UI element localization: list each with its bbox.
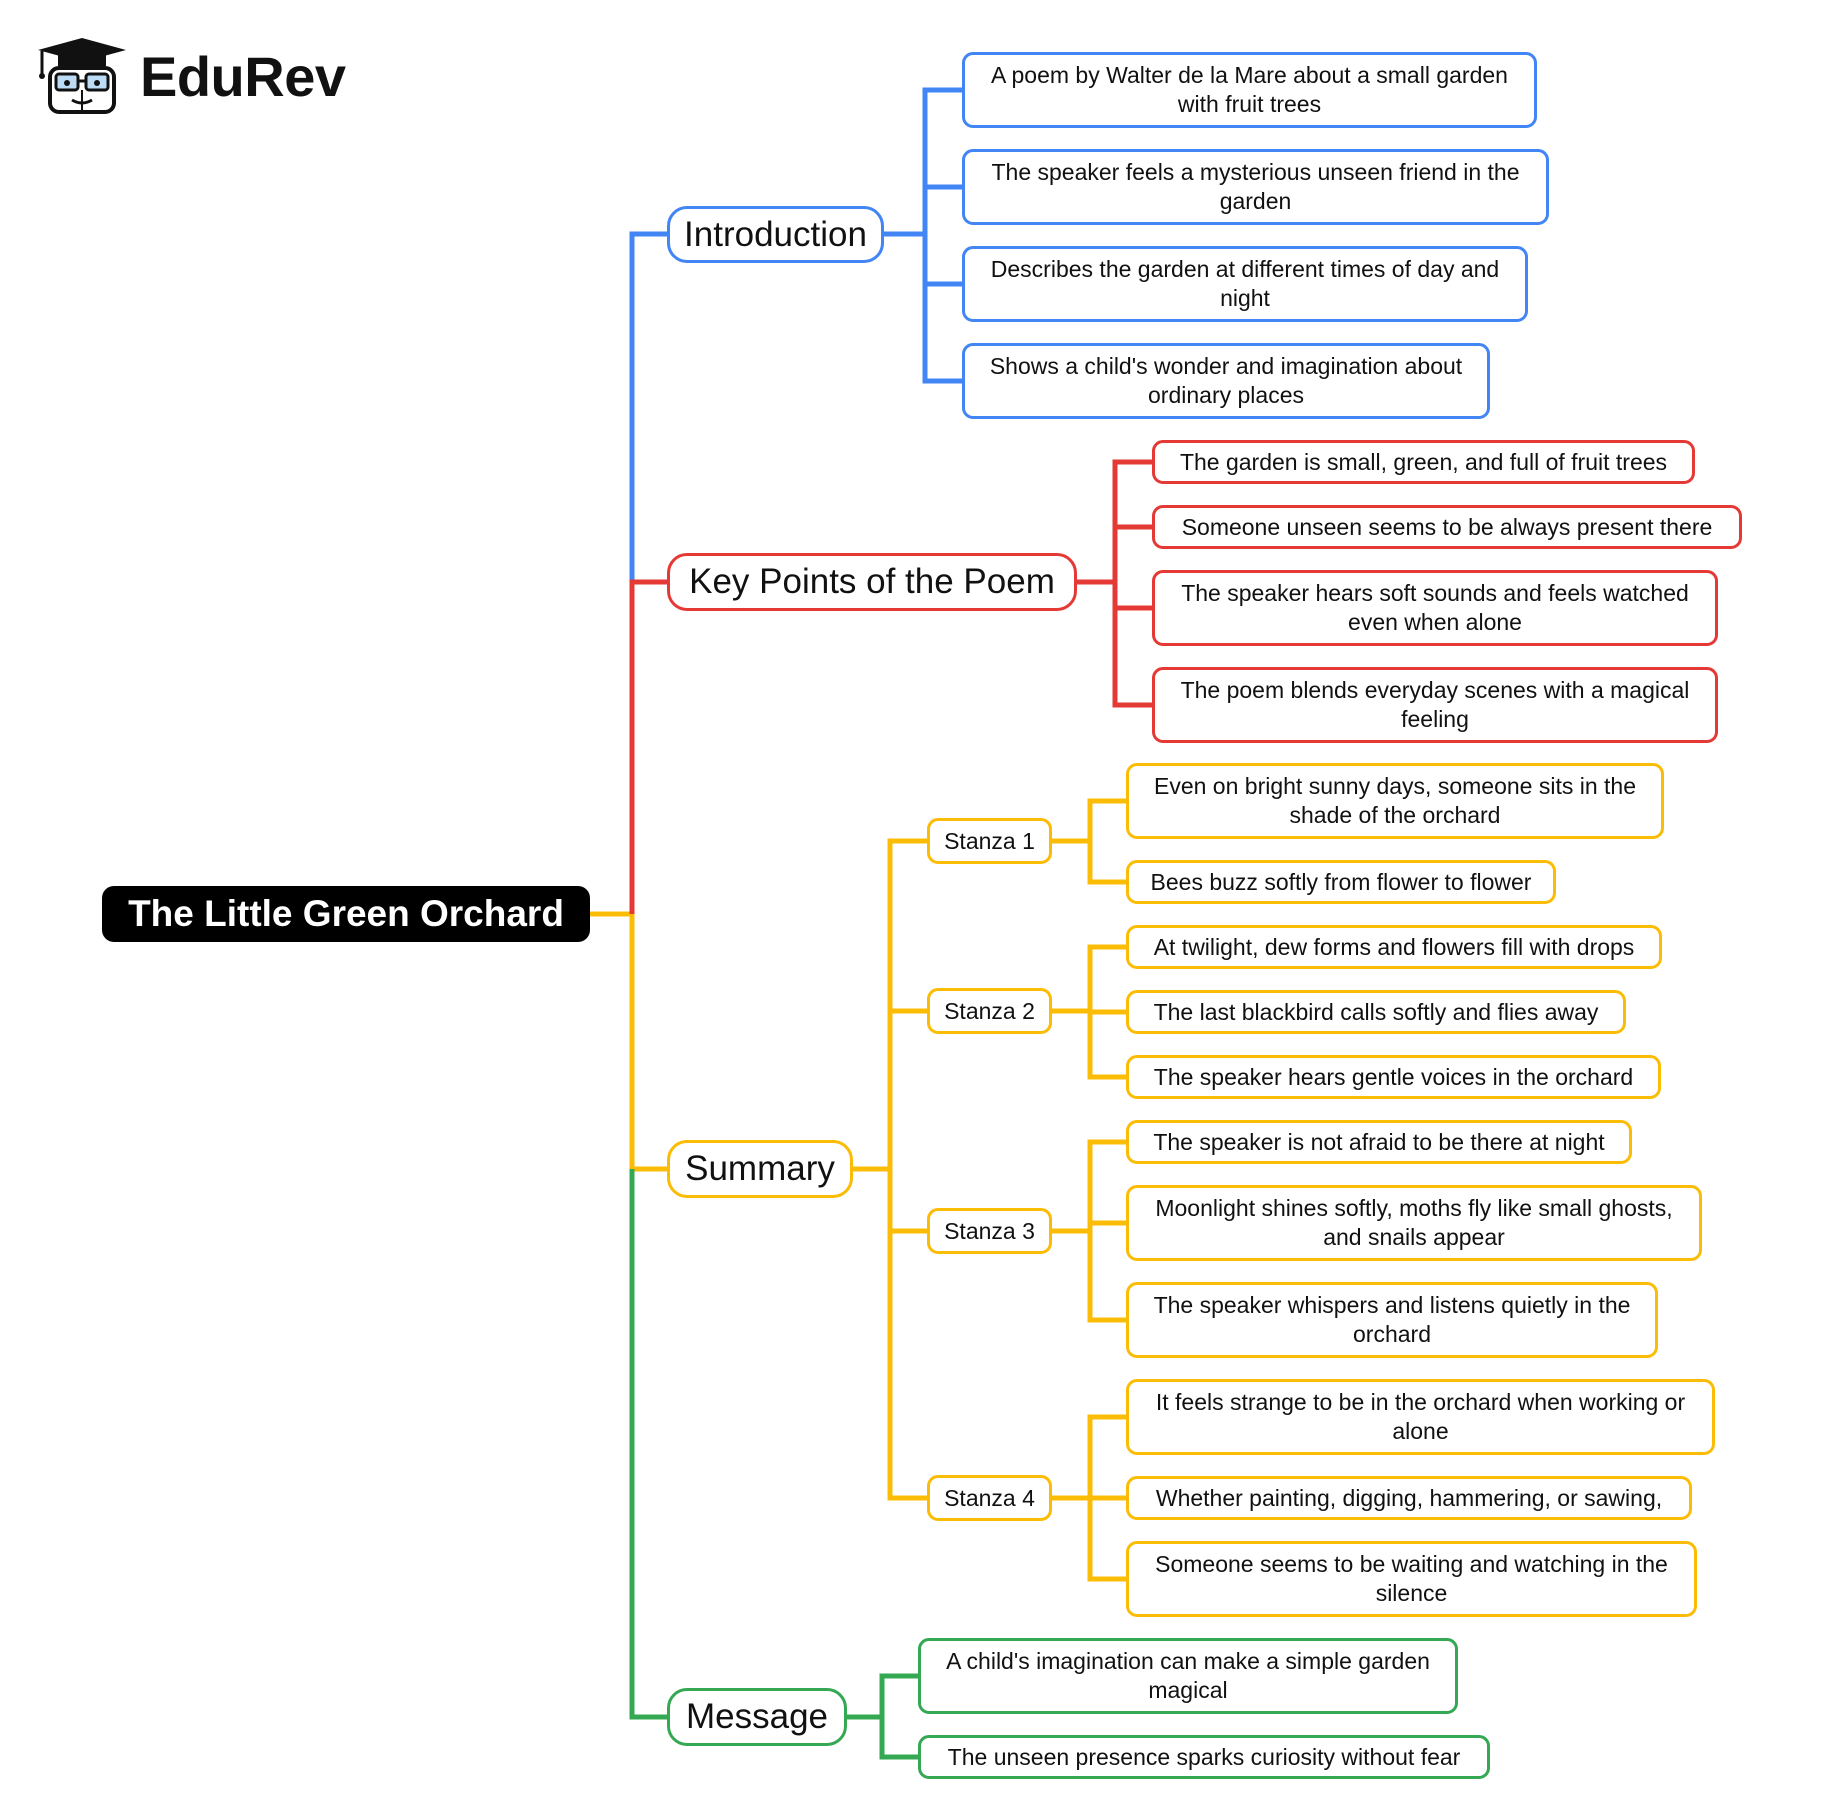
connector-key-point-3: [1112, 582, 1152, 611]
connector-stanza-3-item-2: [1087, 1220, 1126, 1231]
connector-stanza-1: [887, 838, 927, 1169]
intro-item-2: The speaker feels a mysterious unseen fr…: [962, 149, 1549, 225]
connector-stanza-2-item-1: [1087, 944, 1126, 1011]
stanza-3: Stanza 3: [927, 1208, 1052, 1254]
stanza-3-item-3: The speaker whispers and listens quietly…: [1126, 1282, 1658, 1358]
stanza-2: Stanza 2: [927, 988, 1052, 1034]
graduation-cap-icon: [38, 38, 126, 114]
stanza-4-item-2: Whether painting, digging, hammering, or…: [1126, 1476, 1692, 1520]
connector-stanza-2-item-2: [1087, 1009, 1126, 1015]
connector-key-point-4: [1112, 582, 1152, 708]
stanza-3-item-1: The speaker is not afraid to be there at…: [1126, 1120, 1632, 1164]
key-point-4: The poem blends everyday scenes with a m…: [1152, 667, 1718, 743]
stanza-4-item-1: It feels strange to be in the orchard wh…: [1126, 1379, 1715, 1455]
connector-intro-item-3: [922, 234, 962, 287]
message-item-1: A child's imagination can make a simple …: [918, 1638, 1458, 1714]
stanza-2-item-2: The last blackbird calls softly and flie…: [1126, 990, 1626, 1034]
key-point-1: The garden is small, green, and full of …: [1152, 440, 1695, 484]
connector-stanza-1-item-1: [1087, 798, 1126, 841]
key-point-3: The speaker hears soft sounds and feels …: [1152, 570, 1718, 646]
connector-intro-item-1: [922, 87, 962, 234]
stanza-3-item-2: Moonlight shines softly, moths fly like …: [1126, 1185, 1702, 1261]
stanza-1-item-2: Bees buzz softly from flower to flower: [1126, 860, 1556, 904]
connector-stanza-4: [887, 1169, 927, 1501]
stanza-1: Stanza 1: [927, 818, 1052, 864]
connector-stanza-3-item-3: [1087, 1231, 1126, 1323]
connector-stanza-2: [887, 1008, 927, 1169]
key-point-2: Someone unseen seems to be always presen…: [1152, 505, 1742, 549]
connector-stanza-3: [887, 1169, 927, 1234]
branch-message: Message: [667, 1688, 847, 1746]
connector-intro-item-2: [922, 184, 962, 234]
connector-stanza-4-item-1: [1087, 1414, 1126, 1498]
stanza-2-item-1: At twilight, dew forms and flowers fill …: [1126, 925, 1662, 969]
intro-item-4: Shows a child's wonder and imagination a…: [962, 343, 1490, 419]
connector-root-key-points: [629, 579, 667, 914]
connector-intro-item-4: [922, 234, 962, 384]
connector-key-point-1: [1112, 459, 1152, 582]
branch-summary: Summary: [667, 1140, 853, 1198]
connector-root-message: [629, 1169, 667, 1720]
stanza-1-item-1: Even on bright sunny days, someone sits …: [1126, 763, 1664, 839]
connector-stanza-2-item-3: [1087, 1011, 1126, 1080]
branch-introduction: Introduction: [667, 206, 884, 263]
stanza-2-item-3: The speaker hears gentle voices in the o…: [1126, 1055, 1661, 1099]
connector-root-summary: [629, 914, 667, 1172]
stanza-4-item-3: Someone seems to be waiting and watching…: [1126, 1541, 1697, 1617]
branch-key-points: Key Points of the Poem: [667, 553, 1077, 611]
intro-item-1: A poem by Walter de la Mare about a smal…: [962, 52, 1537, 128]
intro-item-3: Describes the garden at different times …: [962, 246, 1528, 322]
brand-logo: EduRev: [36, 34, 346, 118]
connector-key-point-2: [1112, 524, 1152, 582]
stanza-4: Stanza 4: [927, 1475, 1052, 1521]
message-item-2: The unseen presence sparks curiosity wit…: [918, 1735, 1490, 1779]
connector-stanza-4-item-3: [1087, 1498, 1126, 1582]
brand-name: EduRev: [140, 44, 346, 108]
connector-stanza-3-item-1: [1087, 1139, 1126, 1231]
connector-stanza-1-item-2: [1087, 841, 1126, 885]
connector-message-item-2: [879, 1717, 918, 1760]
connector-root-introduction: [629, 231, 667, 914]
connector-message-item-1: [879, 1673, 918, 1717]
root-node: The Little Green Orchard: [102, 886, 590, 942]
